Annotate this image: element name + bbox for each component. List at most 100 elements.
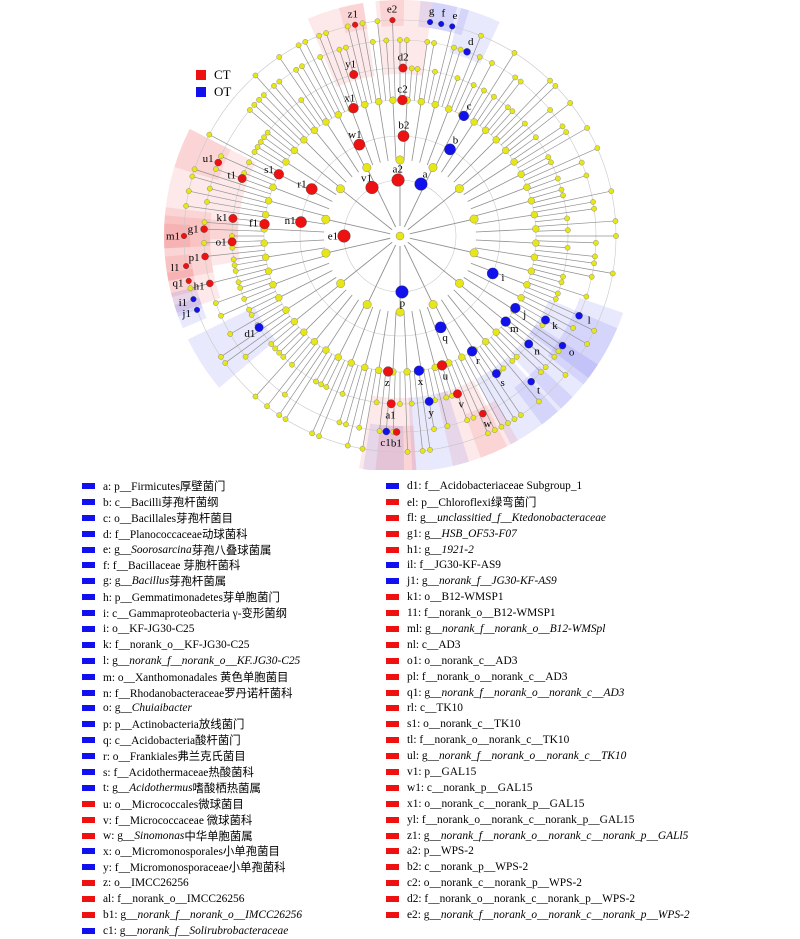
legend-entry-text: norank_f__norank_o__IMCC26256 — [138, 909, 303, 921]
legend-entry: h1: g__1921-2 — [386, 542, 796, 558]
phylum-node — [363, 300, 371, 308]
clade-label-h1: h1 — [194, 281, 205, 293]
legend-entry: z: o__IMCC26256 — [82, 875, 382, 891]
branch — [379, 311, 388, 370]
ct-swatch — [82, 880, 95, 886]
leaf-node — [538, 370, 543, 375]
leaf-node — [584, 125, 589, 130]
branch — [498, 86, 556, 142]
legend-entry: a2: p__WPS-2 — [386, 843, 796, 859]
leaf-node — [559, 280, 564, 285]
legend-entry: o: g__Chuiaibacter — [82, 700, 382, 716]
clade-node-q1 — [186, 278, 192, 284]
branch — [348, 368, 367, 446]
inner-node — [361, 101, 368, 108]
leaf-node — [478, 33, 483, 38]
legend-entry-text: HSB_OF53-F07 — [442, 528, 517, 540]
clade-label-j1: j1 — [181, 308, 191, 320]
leaf-node — [247, 107, 252, 112]
clade-label-s: s — [501, 377, 505, 389]
leaf-node — [560, 124, 565, 129]
leaf-node — [269, 341, 274, 346]
branch — [526, 287, 556, 299]
legend-entry: x1: o__norank_c__norank_p__GAL15 — [386, 796, 796, 812]
ct-swatch — [82, 896, 95, 902]
leaf-node — [271, 83, 276, 88]
ot-swatch — [196, 87, 206, 97]
clade-label-l1: l1 — [171, 262, 180, 274]
branch — [504, 110, 550, 149]
leaf-node — [564, 130, 569, 135]
branch — [285, 346, 320, 395]
inner-node — [471, 119, 478, 126]
ot-swatch — [82, 848, 95, 854]
legend-entry: yl: f__norank_o__norank_c__norank_p__GAL… — [386, 812, 796, 828]
leaf-node — [252, 102, 257, 107]
legend-entry-text: el: p__Chloroflexi绿弯菌门 — [407, 494, 536, 510]
leaf-node — [522, 121, 527, 126]
branch — [528, 283, 558, 294]
legend-entry: g1: g__HSB_OF53-F07 — [386, 526, 796, 542]
legend-entry-text: v: f__Micrococcaceae 微球菌科 — [103, 812, 252, 828]
leaf-node — [261, 135, 266, 140]
clade-label-x: x — [418, 376, 424, 388]
branch — [412, 102, 421, 161]
phylum-node — [363, 163, 371, 171]
ct-swatch — [386, 690, 399, 696]
branch — [535, 209, 594, 217]
clade-label-v1: v1 — [361, 172, 372, 184]
clade-node-d — [464, 48, 471, 55]
branch — [244, 287, 274, 299]
legend-entry-text: Soorosarcina — [131, 544, 192, 556]
inner-node — [518, 294, 525, 301]
inner-node — [432, 101, 439, 108]
clade-label-y: y — [428, 407, 434, 419]
legend-entry-text: l: g__ — [103, 655, 129, 667]
leaf-node — [374, 400, 379, 405]
legend-entry-text: k1: o__B12-WMSP1 — [407, 591, 504, 603]
branch — [433, 26, 452, 104]
legend-entry: n: f__Rhodanobacteraceae罗丹诺杆菌科 — [82, 685, 382, 701]
legend-entry-text: il: f__JG30-KF-AS9 — [407, 559, 501, 571]
leaf-node — [277, 412, 282, 417]
leaf-node — [202, 240, 207, 245]
leaf-node — [536, 399, 541, 404]
branch — [341, 242, 393, 283]
leaf-node — [233, 268, 238, 273]
ct-swatch — [196, 70, 206, 80]
leaf-node — [555, 291, 560, 296]
legend-entry-text: v1: p__GAL15 — [407, 766, 476, 778]
legend-entry-text: b2: c__norank_p__WPS-2 — [407, 861, 528, 873]
leaf-node — [377, 428, 382, 433]
leaf-node — [451, 45, 456, 50]
branch — [304, 290, 346, 332]
leaf-node — [236, 280, 241, 285]
clade-node-k — [541, 316, 549, 324]
branch — [255, 75, 309, 134]
clade-node-y1 — [349, 70, 357, 78]
leaf-node — [489, 60, 494, 65]
clade-label-r1: r1 — [297, 178, 306, 190]
leaf-node — [584, 173, 589, 178]
clade-label-j: j — [522, 308, 526, 320]
leaf-node — [518, 412, 523, 417]
clade-node-u1 — [215, 159, 222, 166]
legend-entry-text: i: c__Gammaproteobacteria γ-变形菌纲 — [103, 605, 287, 621]
legend-entry-text: norank_f__JG30-KF-AS9 — [439, 575, 557, 587]
branch — [252, 300, 280, 315]
leaf-node — [277, 350, 282, 355]
inner-node — [404, 368, 411, 375]
ot-swatch — [82, 705, 95, 711]
phylum-node — [429, 163, 437, 171]
branch — [420, 105, 436, 163]
legend-entry-text: y: f__Micromonosporaceae小单孢菌科 — [103, 859, 286, 875]
leaf-node — [564, 216, 569, 221]
leaf-node — [548, 107, 553, 112]
leaf-node — [505, 105, 510, 110]
leaf-node — [492, 428, 497, 433]
clade-node-a2 — [392, 174, 405, 187]
leaf-node — [553, 296, 558, 301]
branch — [473, 201, 531, 217]
leaf-node — [543, 365, 548, 370]
